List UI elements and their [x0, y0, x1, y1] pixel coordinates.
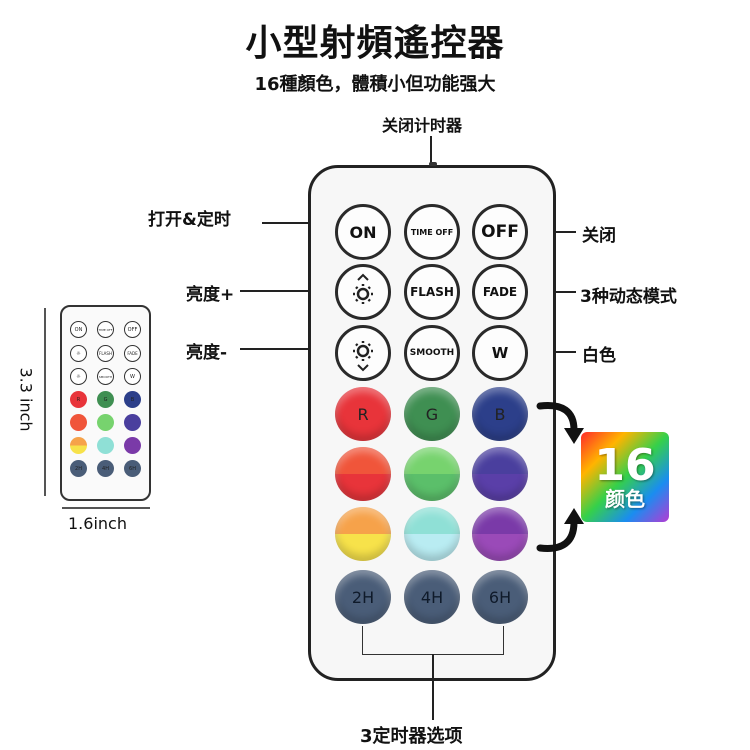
mini-blue-button: B [124, 391, 141, 408]
label-brightness-down: 亮度- [186, 343, 228, 363]
color-cycle-arrows-icon [536, 402, 584, 552]
on-button[interactable]: ON [335, 204, 391, 260]
leader-line-brightness-up [240, 290, 338, 292]
page-title: 小型射頻遙控器 [245, 23, 505, 64]
color-orange-red-button[interactable] [335, 447, 391, 501]
mini-timer-2h-button: 2H [70, 460, 87, 477]
off-button[interactable]: OFF [472, 204, 528, 260]
mini-purple-button [124, 437, 141, 454]
mini-red-button: R [70, 391, 87, 408]
mini-timer-4h-button: 4H [97, 460, 114, 477]
brightness-down-icon [353, 341, 373, 372]
mini-on-button: ON [70, 321, 87, 338]
brightness-down-button[interactable] [335, 325, 391, 381]
mini-remote-illustration: ON TIME OFF OFF ☼ FLASH FADE ☼ SMOOTH W … [60, 305, 151, 501]
timer-bracket [362, 626, 504, 655]
label-modes: 3种动态模式 [580, 287, 677, 307]
fade-button[interactable]: FADE [472, 264, 528, 320]
width-dimension-label: 1.6inch [68, 514, 127, 533]
label-brightness-up: 亮度+ [186, 285, 235, 305]
label-off: 关闭 [582, 226, 616, 246]
mini-orange-button [70, 437, 87, 454]
smooth-button[interactable]: SMOOTH [404, 325, 460, 381]
color-blue-button[interactable]: B [472, 387, 528, 441]
label-white: 白色 [582, 346, 616, 366]
label-timer-options: 3定时器选项 [360, 726, 463, 747]
height-dimension-line [44, 308, 46, 496]
mini-light-green-button [97, 414, 114, 431]
color-cyan-button[interactable] [404, 507, 460, 561]
flash-button[interactable]: FLASH [404, 264, 460, 320]
mini-orange-red-button [70, 414, 87, 431]
remote-control: ON TIME OFF OFF FLASH FADE [308, 162, 556, 681]
page-subtitle: 16種顏色，體積小但功能强大 [254, 74, 496, 95]
color-red-button[interactable]: R [335, 387, 391, 441]
label-timer-off: 关闭计时器 [382, 116, 463, 135]
mini-flash-button: FLASH [97, 345, 114, 362]
antenna-nub [429, 162, 437, 166]
sixteen-colors-badge: 16 颜色 [581, 432, 669, 522]
color-light-green-button[interactable] [404, 447, 460, 501]
mini-purple-blue-button [124, 414, 141, 431]
mini-brightness-up-button: ☼ [70, 345, 87, 362]
height-dimension-label: 3.3 inch [16, 367, 36, 432]
color-orange-button[interactable] [335, 507, 391, 561]
mini-brightness-down-button: ☼ [70, 368, 87, 385]
timer-bracket-stem [432, 654, 434, 720]
width-dimension-line [62, 507, 150, 509]
time-off-button[interactable]: TIME OFF [404, 204, 460, 260]
color-green-button[interactable]: G [404, 387, 460, 441]
timer-6h-button[interactable]: 6H [472, 570, 528, 624]
brightness-up-button[interactable] [335, 264, 391, 320]
timer-4h-button[interactable]: 4H [404, 570, 460, 624]
leader-line-on [262, 222, 334, 224]
mini-green-button: G [97, 391, 114, 408]
mini-smooth-button: SMOOTH [97, 368, 114, 385]
label-on-timer: 打开&定时 [148, 210, 231, 230]
white-button[interactable]: W [472, 325, 528, 381]
mini-timer-6h-button: 6H [124, 460, 141, 477]
mini-fade-button: FADE [124, 345, 141, 362]
timer-2h-button[interactable]: 2H [335, 570, 391, 624]
color-purple-blue-button[interactable] [472, 447, 528, 501]
mini-off-button: OFF [124, 321, 141, 338]
leader-line-brightness-down [240, 348, 338, 350]
color-purple-button[interactable] [472, 507, 528, 561]
mini-white-button: W [124, 368, 141, 385]
mini-cyan-button [97, 437, 114, 454]
brightness-up-icon [353, 273, 373, 304]
mini-time-off-button: TIME OFF [97, 321, 114, 338]
